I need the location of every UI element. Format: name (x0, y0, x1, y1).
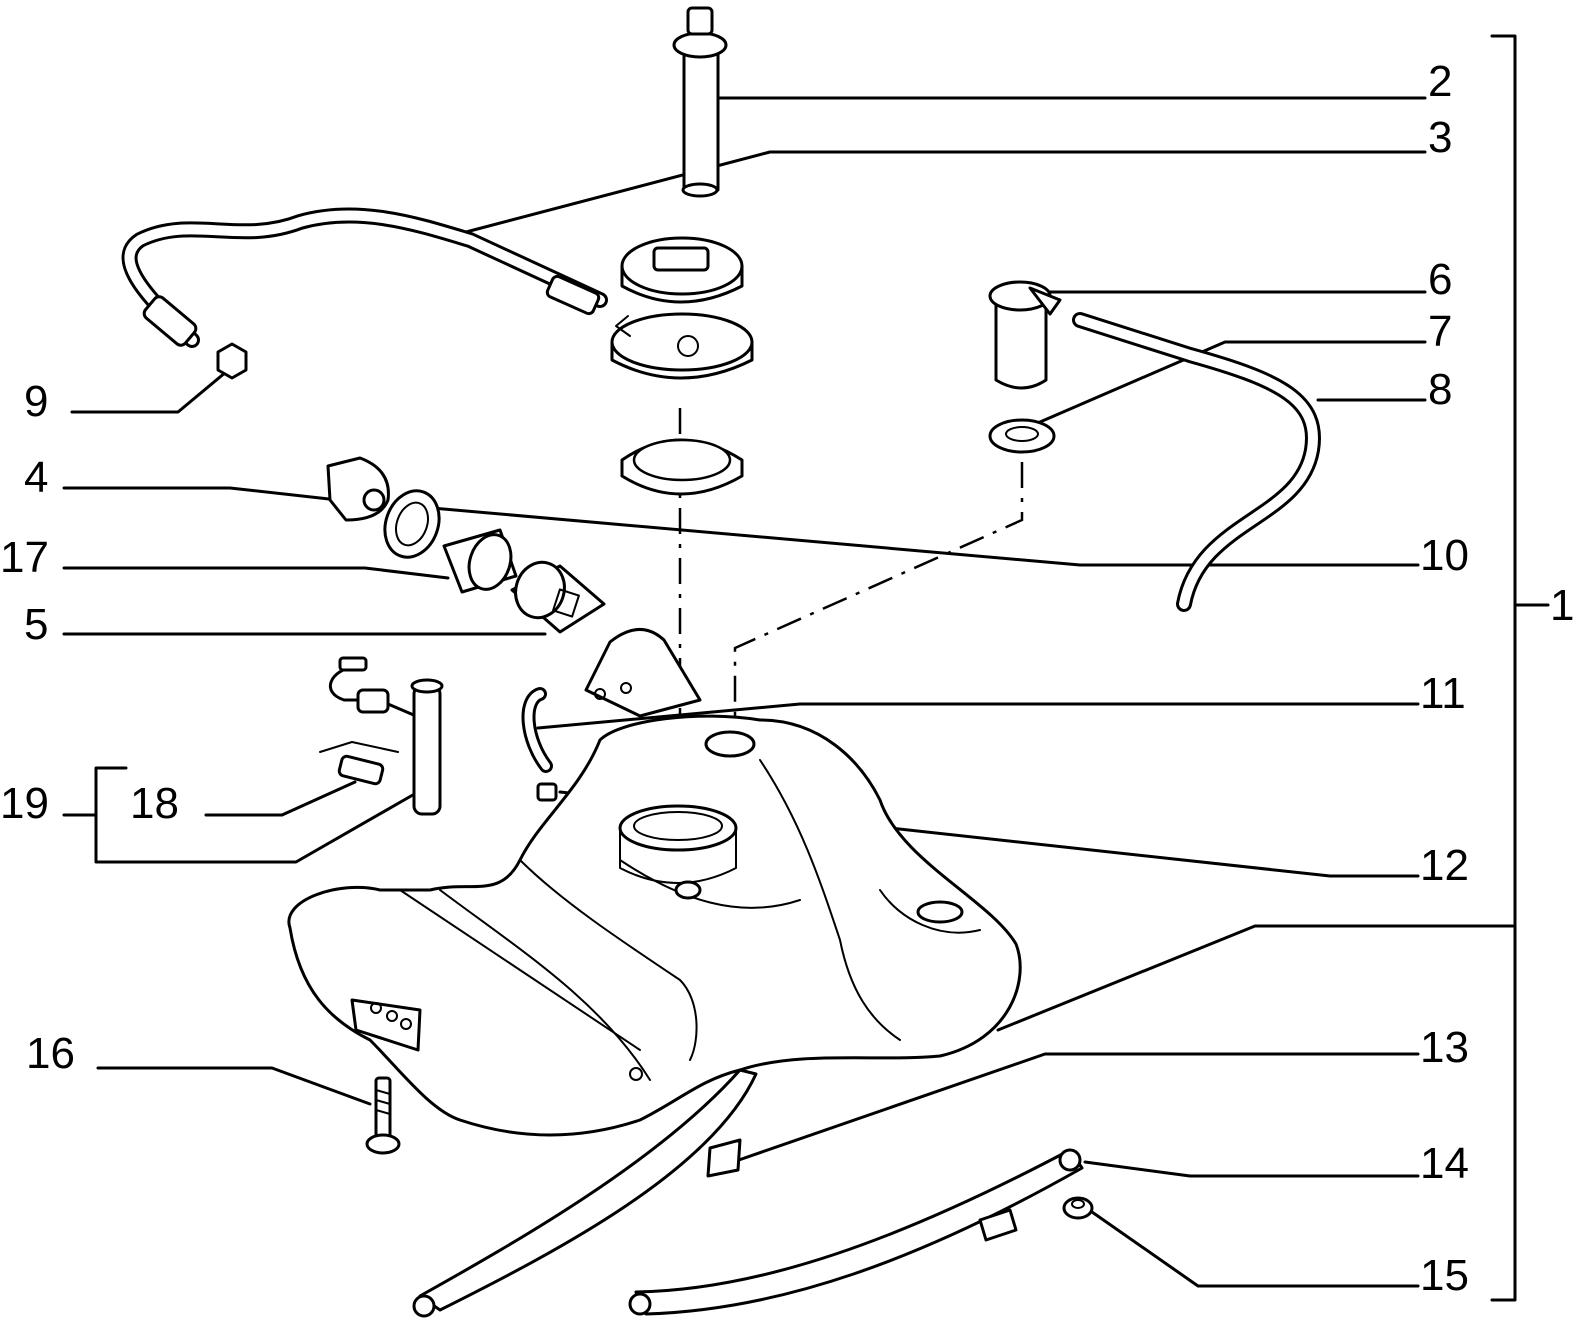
callout-label-13: 13 (1420, 1023, 1469, 1072)
callout-label-12: 12 (1420, 841, 1469, 890)
part-18-valve (319, 741, 399, 786)
leader-13-a (996, 924, 1515, 1032)
leader-19-brace (94, 766, 420, 864)
part-12-clip (536, 782, 558, 802)
callout-label-4: 4 (24, 453, 48, 502)
callout-label-7: 7 (1428, 307, 1452, 356)
leader-14 (1083, 1160, 1420, 1178)
part-8-vent-pipe (1072, 312, 1321, 612)
leader-15 (1090, 1210, 1420, 1288)
leader-11 (536, 702, 1420, 730)
filler-neck-bracket (584, 628, 702, 718)
leader-7 (1038, 340, 1427, 424)
callout-label-18: 18 (130, 779, 179, 828)
callout-label-5: 5 (24, 600, 48, 649)
callout-labels: 1 2 3 4 5 6 7 8 9 10 11 12 13 14 15 16 1… (0, 57, 1574, 1300)
part-4-valve (326, 456, 390, 522)
part-2-level-sender (672, 6, 728, 198)
part-3-hose (121, 207, 608, 348)
part-16-bolt (365, 1076, 401, 1155)
part-1-fuel-tank (287, 714, 1022, 1137)
part-9-nut (216, 342, 248, 380)
callout-label-1: 1 (1550, 581, 1574, 630)
leader-3 (464, 150, 1427, 234)
filler-seal-ring (620, 438, 744, 496)
leader-17 (62, 566, 450, 580)
leader-10 (430, 506, 1420, 567)
callout-label-16: 16 (26, 1029, 75, 1078)
callout-label-3: 3 (1428, 113, 1452, 162)
callout-label-10: 10 (1420, 531, 1469, 580)
callout-label-17: 17 (0, 533, 49, 582)
part-19-breather-assembly (329, 656, 444, 816)
callout-label-8: 8 (1428, 365, 1452, 414)
part-13-strap (412, 1068, 758, 1318)
callout-label-15: 15 (1420, 1251, 1469, 1300)
filler-flange-plate (610, 312, 754, 380)
filler-lock-ring (620, 236, 744, 304)
part-17-adapter (442, 528, 518, 594)
part-15-nut (1062, 1196, 1094, 1220)
callout-label-6: 6 (1428, 255, 1452, 304)
sender-axis-line (733, 462, 1024, 730)
part-11-hose (521, 687, 553, 773)
leader-16 (96, 1066, 372, 1106)
callout-label-11: 11 (1420, 669, 1466, 718)
part-5-valve (510, 560, 606, 634)
leader-9 (70, 370, 228, 414)
assembly-bracket (1490, 34, 1517, 1302)
part-14-strap (628, 1148, 1084, 1316)
part-7-seal (988, 418, 1056, 454)
part-6-pump (988, 280, 1062, 390)
leader-4 (62, 486, 340, 502)
part-10-gasket (383, 489, 441, 559)
callout-label-19: 19 (0, 779, 49, 828)
leader-18 (204, 780, 357, 817)
callout-label-9: 9 (24, 377, 48, 426)
leader-13 (731, 1052, 1420, 1164)
callout-label-14: 14 (1420, 1139, 1469, 1188)
callout-label-2: 2 (1428, 57, 1452, 106)
